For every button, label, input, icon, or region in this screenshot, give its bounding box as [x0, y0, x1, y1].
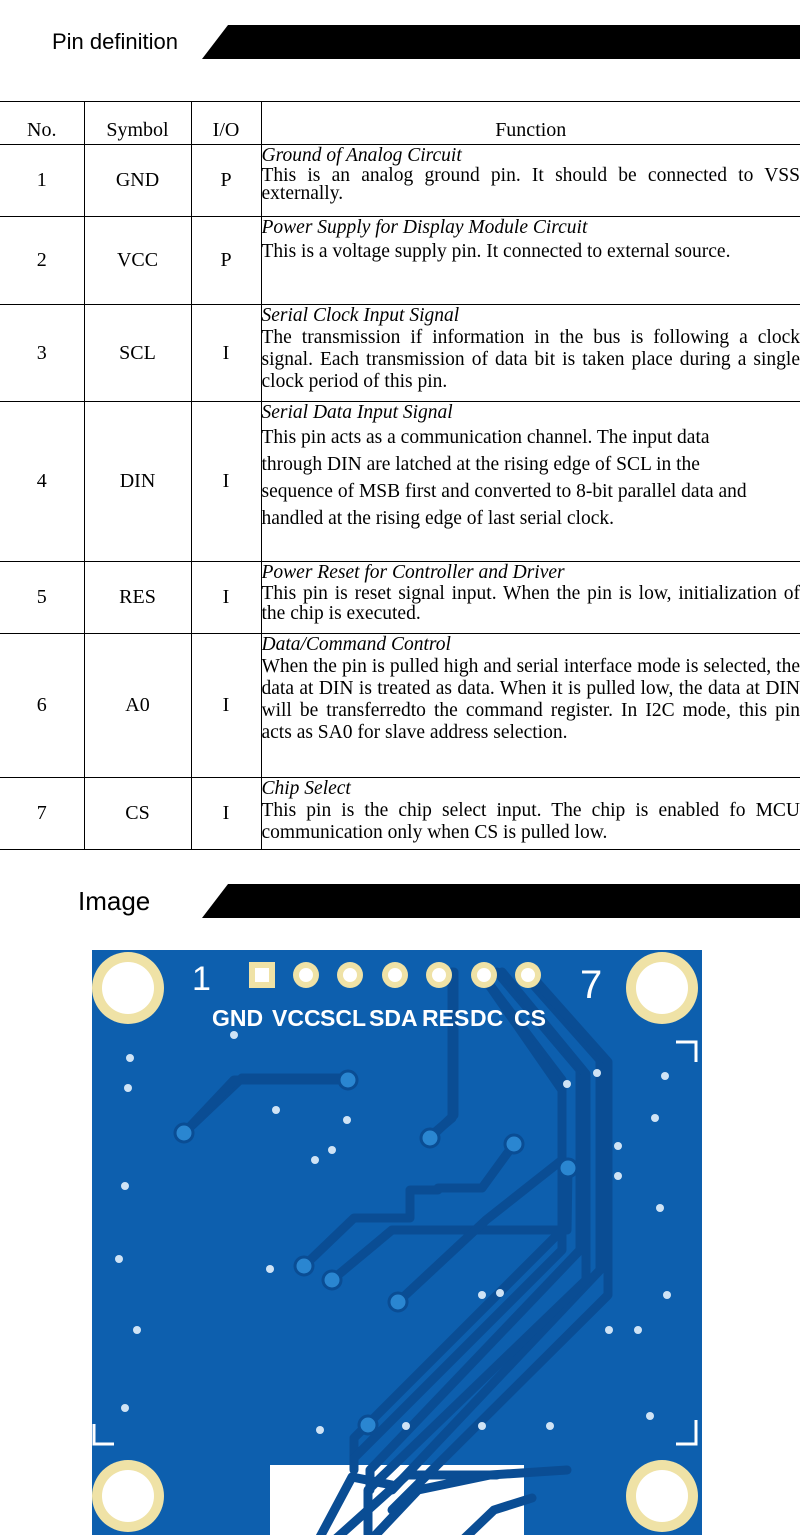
- pin-no: 3: [0, 305, 84, 402]
- function-text: This pin is reset signal input. When the…: [262, 584, 800, 624]
- pin-symbol: SCL: [84, 305, 191, 402]
- pin-function: Power Supply for Display Module Circuit …: [261, 217, 800, 305]
- pin-label-cs: CS: [514, 1005, 546, 1031]
- table-row: 1 GND P Ground of Analog Circuit This is…: [0, 145, 800, 217]
- pin-no: 6: [0, 634, 84, 778]
- pin-symbol: VCC: [84, 217, 191, 305]
- section-title: Image: [78, 884, 150, 918]
- pin-io: I: [191, 402, 261, 562]
- section-header-pin-definition: Pin definition: [0, 25, 800, 59]
- pin-symbol: CS: [84, 778, 191, 850]
- table-row: 6 A0 I Data/Command Control When the pin…: [0, 634, 800, 778]
- pin-symbol: A0: [84, 634, 191, 778]
- pin-definition-table: No. Symbol I/O Function 1 GND P Ground o…: [0, 101, 800, 850]
- function-text: The transmission if information in the b…: [262, 327, 800, 393]
- function-text: This is a voltage supply pin. It connect…: [262, 239, 800, 265]
- pin-function: Serial Data Input Signal This pin acts a…: [261, 402, 800, 562]
- pin-io: I: [191, 305, 261, 402]
- table-row: 7 CS I Chip Select This pin is the chip …: [0, 778, 800, 850]
- pin-symbol: RES: [84, 562, 191, 634]
- section-title: Pin definition: [52, 25, 178, 59]
- pin-label-sda: SDA: [369, 1005, 418, 1031]
- pin-number-last: 7: [580, 963, 602, 1007]
- pin-label-gnd: GND: [212, 1005, 263, 1031]
- header-function: Function: [261, 102, 800, 145]
- function-title: Ground of Analog Circuit: [262, 145, 800, 167]
- function-title: Serial Clock Input Signal: [262, 305, 800, 327]
- pcb-board-svg: 1 7 GND VCC SCL SDA RES DC CS: [92, 950, 702, 1535]
- pin-no: 4: [0, 402, 84, 562]
- function-text: This is an analog ground pin. It should …: [262, 167, 800, 203]
- header-symbol: Symbol: [84, 102, 191, 145]
- function-text: When the pin is pulled high and serial i…: [262, 656, 800, 744]
- pin-label-vcc: VCC: [272, 1005, 321, 1031]
- table-row: 2 VCC P Power Supply for Display Module …: [0, 217, 800, 305]
- pin-function: Serial Clock Input Signal The transmissi…: [261, 305, 800, 402]
- function-title: Power Reset for Controller and Driver: [262, 562, 800, 584]
- pcb-board-image: 1 7 GND VCC SCL SDA RES DC CS: [92, 950, 702, 1535]
- pin-label-scl: SCL: [320, 1005, 366, 1031]
- function-text: This pin acts as a communication channel…: [262, 424, 800, 532]
- pin-io: I: [191, 562, 261, 634]
- pin-no: 1: [0, 145, 84, 217]
- function-title: Data/Command Control: [262, 634, 800, 656]
- table-row: 5 RES I Power Reset for Controller and D…: [0, 562, 800, 634]
- pin-function: Chip Select This pin is the chip select …: [261, 778, 800, 850]
- function-title: Power Supply for Display Module Circuit: [262, 217, 800, 239]
- table-row: 4 DIN I Serial Data Input Signal This pi…: [0, 402, 800, 562]
- pin-no: 2: [0, 217, 84, 305]
- pin-io: I: [191, 778, 261, 850]
- pin-io: I: [191, 634, 261, 778]
- pin-function: Data/Command Control When the pin is pul…: [261, 634, 800, 778]
- pin-function: Ground of Analog Circuit This is an anal…: [261, 145, 800, 217]
- header-no: No.: [0, 102, 84, 145]
- pin-function: Power Reset for Controller and Driver Th…: [261, 562, 800, 634]
- header-io: I/O: [191, 102, 261, 145]
- table-header-row: No. Symbol I/O Function: [0, 102, 800, 145]
- function-title: Serial Data Input Signal: [262, 402, 800, 424]
- pin-label-res: RES: [422, 1005, 469, 1031]
- pin-io: P: [191, 217, 261, 305]
- pin-number-first: 1: [192, 960, 211, 998]
- table-row: 3 SCL I Serial Clock Input Signal The tr…: [0, 305, 800, 402]
- pin-no: 5: [0, 562, 84, 634]
- pin-io: P: [191, 145, 261, 217]
- pin-no: 7: [0, 778, 84, 850]
- pin-symbol: GND: [84, 145, 191, 217]
- function-text: This pin is the chip select input. The c…: [262, 800, 800, 844]
- pin-label-dc: DC: [470, 1005, 503, 1031]
- function-title: Chip Select: [262, 778, 800, 800]
- pin-symbol: DIN: [84, 402, 191, 562]
- section-header-image: Image: [0, 884, 800, 918]
